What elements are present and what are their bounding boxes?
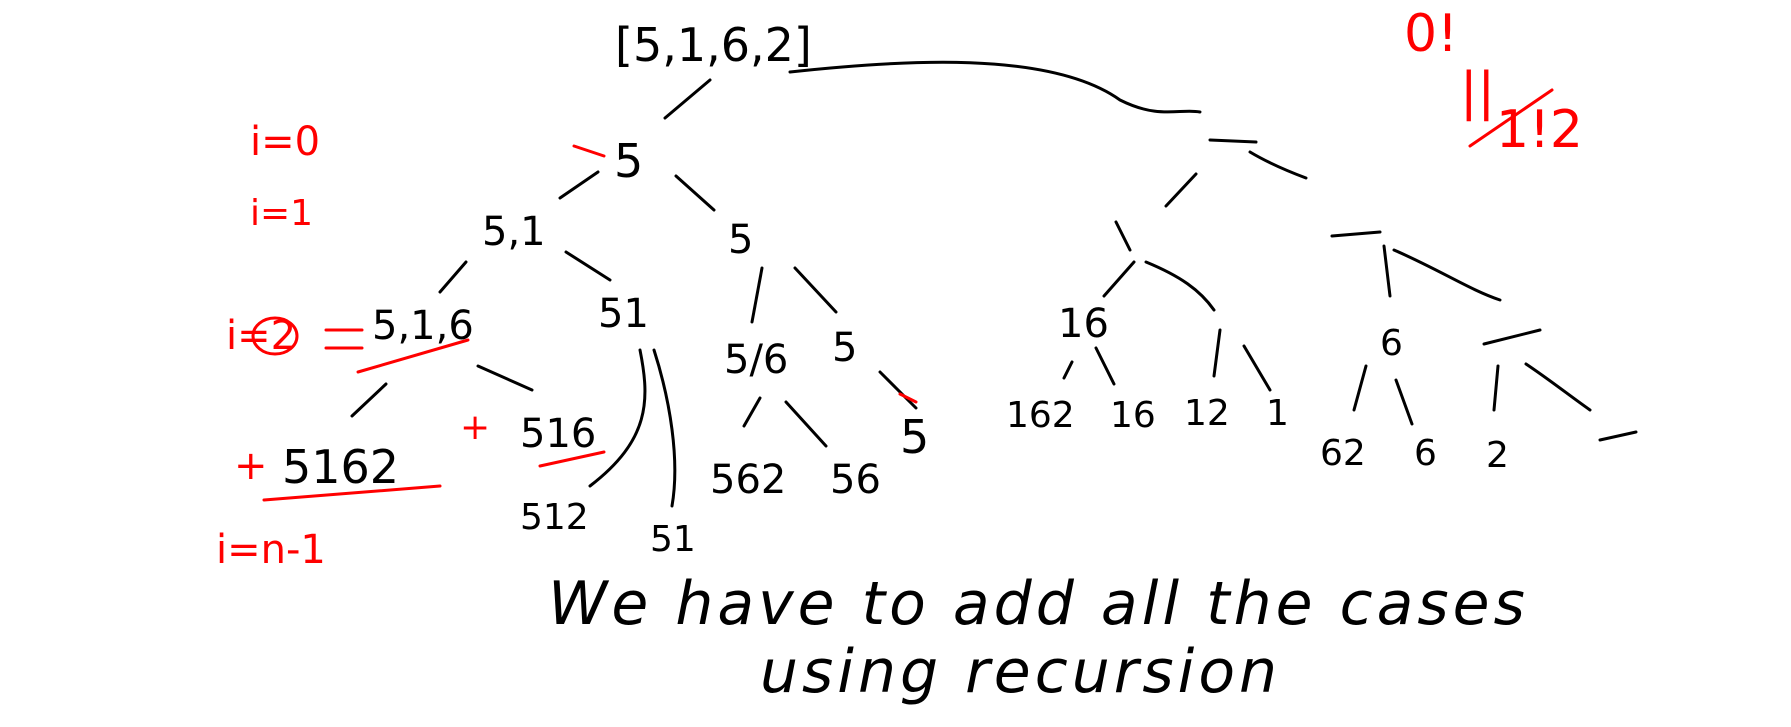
node-l2-1: 5 <box>728 217 754 263</box>
edge-56-562 <box>742 396 762 428</box>
tree-root: [5,1,6,2] <box>615 18 812 72</box>
edge-16-162 <box>1062 360 1074 380</box>
annotation-plus-right: + <box>460 407 491 448</box>
node-l1-0: 5 <box>614 134 644 188</box>
node-l4-2: 512 <box>520 497 589 538</box>
edge-56-56 <box>784 400 828 448</box>
node-right-a-0: 162 <box>1006 395 1075 436</box>
caption-line-1: We have to add all the cases <box>548 569 1529 639</box>
red-cross <box>898 392 918 404</box>
edge-a-stub <box>1114 220 1132 252</box>
annotation-fraction-bottom: 1!2 <box>1496 100 1584 160</box>
edge-b-top <box>1330 230 1382 238</box>
edge-root-left <box>663 78 712 120</box>
node-right-b: 6 <box>1380 323 1403 364</box>
node-right-a: 16 <box>1058 301 1109 347</box>
caption-line-2: using recursion <box>760 637 1282 707</box>
edge-5r-56 <box>750 266 764 324</box>
edge-b-right <box>1392 248 1502 302</box>
edge-b-3 <box>1524 362 1592 412</box>
node-l3-1: 51 <box>598 291 649 337</box>
edge-b-2 <box>1492 364 1500 412</box>
edge-right-right <box>1248 150 1308 180</box>
node-l4-3: 51 <box>650 519 696 560</box>
edge-a-1 <box>1242 344 1272 392</box>
red-fraction-bar <box>1468 88 1554 148</box>
edge-516-516b <box>476 364 534 392</box>
annotation-fraction-mid: || <box>1460 62 1496 122</box>
annotation-plus-left: + <box>234 443 268 489</box>
annotation-i-end: i=n-1 <box>216 527 326 573</box>
annotation-i-mid: i=2 <box>226 313 297 359</box>
edge-a-left <box>1102 260 1136 298</box>
annotation-fraction-top: 0! <box>1404 4 1458 64</box>
annotation-i-next: i=1 <box>250 193 314 234</box>
annotation-i-start: i=0 <box>250 119 321 165</box>
node-right-a-3: 1 <box>1266 393 1289 434</box>
node-l4-4: 562 <box>710 457 787 503</box>
edge-b-bar <box>1482 328 1542 346</box>
edge-6-6 <box>1394 378 1414 426</box>
edge-16-16 <box>1094 346 1116 386</box>
edge-b-left <box>1382 244 1392 298</box>
red-underline-516 <box>356 338 470 374</box>
edge-6-62 <box>1352 364 1368 412</box>
edge-right-left <box>1164 172 1198 208</box>
edge-5-5b <box>878 370 918 410</box>
red-sum-line <box>262 484 442 502</box>
node-l3-2: 5/6 <box>724 337 789 383</box>
node-l4-0: 5162 <box>282 440 400 494</box>
edge-516-5162 <box>350 382 388 418</box>
edge-5-5 <box>674 174 716 212</box>
edge-root-right <box>788 60 1202 114</box>
node-right-b-1: 6 <box>1414 433 1437 474</box>
edge-5r-5 <box>793 266 838 314</box>
edge-a-12 <box>1212 328 1222 378</box>
node-l3-3: 5 <box>832 325 858 371</box>
red-circle <box>251 316 299 356</box>
edge-51-516 <box>438 260 468 294</box>
node-right-b-2: 2 <box>1486 435 1509 476</box>
node-right-a-1: 16 <box>1110 395 1156 436</box>
edge-51-51 <box>564 250 612 282</box>
edge-right-top <box>1208 138 1258 144</box>
edge-51-512 <box>588 348 647 488</box>
edge-5-51 <box>558 170 600 200</box>
node-right-b-0: 62 <box>1320 433 1366 474</box>
red-mark-level1 <box>572 144 606 158</box>
edge-51-51b <box>652 348 677 508</box>
edge-a-right <box>1144 260 1216 312</box>
node-l4-5: 56 <box>830 457 881 503</box>
node-l4-6: 5 <box>900 410 930 464</box>
node-l2-0: 5,1 <box>482 209 546 255</box>
edge-b-arrow <box>1598 430 1638 442</box>
node-l3-0: 5,1,6 <box>372 303 474 349</box>
red-underline-516b <box>538 450 606 468</box>
node-right-a-2: 12 <box>1184 393 1230 434</box>
node-l4-1: 516 <box>520 411 597 457</box>
